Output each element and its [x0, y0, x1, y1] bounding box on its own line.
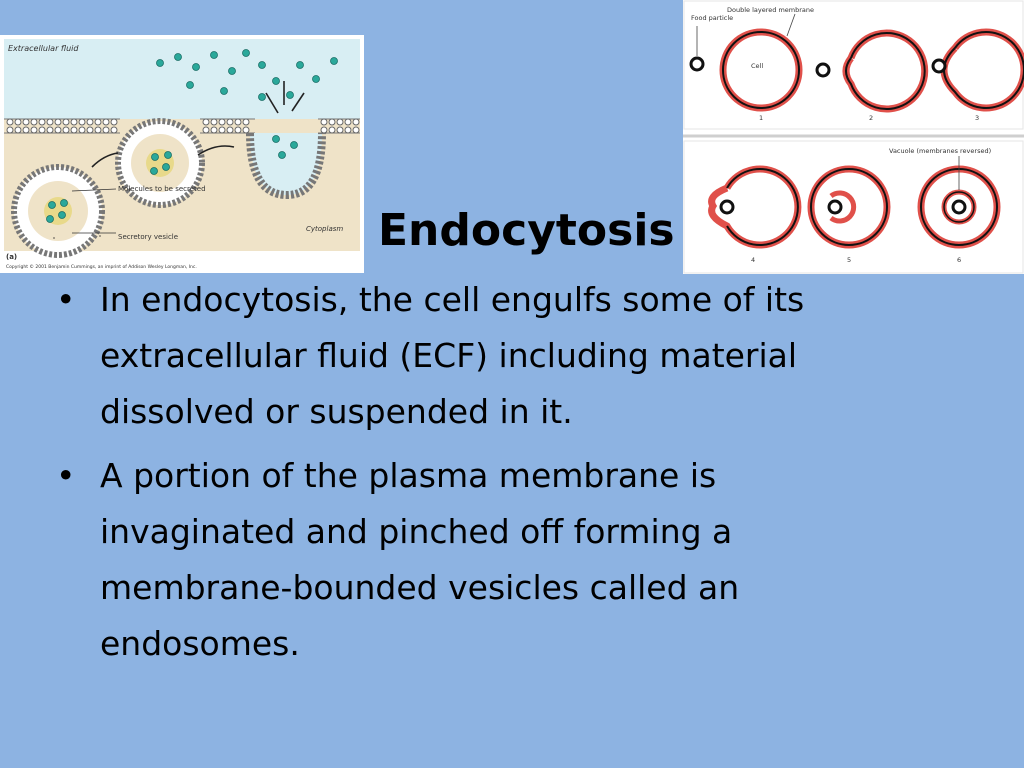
- exocytosis-diagram: Extracellular fluid Molecules to be secr…: [0, 35, 364, 273]
- step-number: 4: [751, 256, 755, 264]
- exocytosis-illustration: Extracellular fluid Molecules to be secr…: [0, 35, 364, 273]
- label-extracellular-fluid: Extracellular fluid: [8, 44, 79, 53]
- bullet-text: In endocytosis, the cell engulfs some of…: [100, 280, 805, 431]
- slide-title: Endocytosis: [378, 205, 675, 256]
- label-cytoplasm: Cytoplasm: [306, 225, 343, 233]
- step-number: 3: [975, 114, 979, 122]
- phagocytosis-diagram: Double layered membrane Food particle Ce…: [683, 0, 1024, 274]
- step-number: 6: [957, 256, 961, 264]
- label-molecules: Molecules to be secreted: [118, 185, 206, 193]
- label-cell: Cell: [751, 62, 763, 70]
- bullet-marker: •: [56, 280, 76, 319]
- label-vacuole: Vacuole (membranes reversed): [889, 147, 991, 155]
- panel-letter: (a): [6, 253, 17, 261]
- bullet-text: A portion of the plasma membrane is inva…: [100, 456, 740, 663]
- bullet-item: • A portion of the plasma membrane is in…: [56, 448, 906, 672]
- bullet-list: • In endocytosis, the cell engulfs some …: [56, 272, 906, 680]
- copyright-text: Copyright © 2001 Benjamin Cummings, an i…: [6, 263, 197, 270]
- step-number: 5: [847, 256, 851, 264]
- phagocytosis-illustration: Double layered membrane Food particle Ce…: [683, 0, 1024, 274]
- label-double-membrane: Double layered membrane: [727, 6, 814, 14]
- step-number: 2: [869, 114, 873, 122]
- bullet-marker: •: [56, 456, 76, 495]
- label-secretory-vesicle: Secretory vesicle: [118, 233, 178, 241]
- step-number: 1: [759, 114, 763, 122]
- bullet-item: • In endocytosis, the cell engulfs some …: [56, 272, 906, 440]
- label-food-particle: Food particle: [691, 14, 733, 22]
